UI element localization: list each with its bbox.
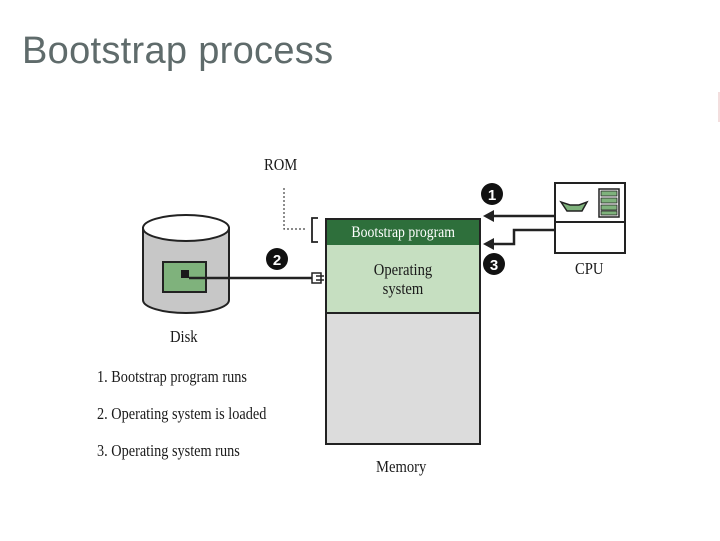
disk-icon xyxy=(142,214,230,314)
cpu-icon xyxy=(554,182,626,254)
step-marker-3: 3 xyxy=(483,253,505,275)
connector-plug-icon xyxy=(311,272,324,284)
step-marker-3-label: 3 xyxy=(490,257,498,274)
rom-label: ROM xyxy=(264,155,298,174)
step-marker-1: 1 xyxy=(481,183,503,205)
memory-os-region: Operating system xyxy=(327,245,479,314)
step-marker-1-label: 1 xyxy=(488,187,496,204)
arrow-head-3 xyxy=(483,238,494,250)
rom-leader xyxy=(283,188,306,230)
arrow-cpu-to-os xyxy=(492,228,555,246)
step-item-1: 1. Bootstrap program runs xyxy=(97,367,247,386)
disk-label: Disk xyxy=(170,327,198,346)
arrow-head-1 xyxy=(483,210,494,222)
edge-mark xyxy=(718,92,720,122)
memory-bootstrap-region: Bootstrap program xyxy=(327,220,479,247)
step-marker-2: 2 xyxy=(266,248,288,270)
step-item-2: 2. Operating system is loaded xyxy=(97,404,267,423)
slide-title: Bootstrap process xyxy=(22,30,334,72)
memory-label: Memory xyxy=(376,457,427,476)
operating-system-label: Operating system xyxy=(373,260,433,298)
step-list: 1. Bootstrap program runs 2. Operating s… xyxy=(97,366,299,477)
step-marker-2-label: 2 xyxy=(273,252,281,269)
memory-block: Bootstrap program Operating system xyxy=(325,218,481,445)
cpu-label: CPU xyxy=(575,259,604,278)
step-item-3: 3. Operating system runs xyxy=(97,441,240,460)
rom-bracket xyxy=(311,217,318,243)
bootstrap-program-label: Bootstrap program xyxy=(351,223,455,241)
